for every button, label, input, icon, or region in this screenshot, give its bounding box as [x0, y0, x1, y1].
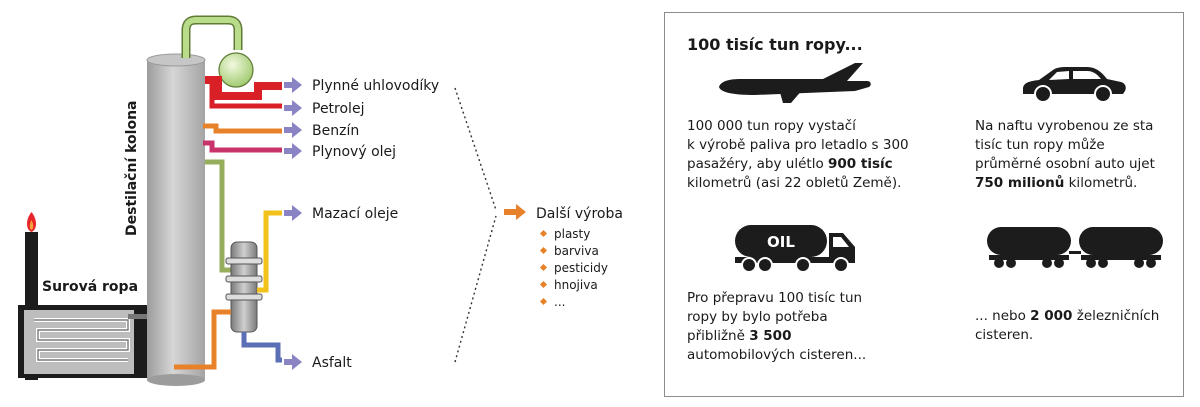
- fact-highlight: 900 tisíc: [828, 156, 893, 172]
- column-label: Destilační kolona: [124, 100, 140, 236]
- svg-text:pesticidy: pesticidy: [554, 261, 608, 275]
- fact-highlight: 750 milionů: [975, 175, 1065, 191]
- furnace: [18, 305, 153, 378]
- fact-text: cisteren.: [975, 327, 1034, 343]
- bottom-line: [174, 309, 231, 370]
- lubricant-line: [257, 210, 282, 293]
- svg-text:...: ...: [554, 295, 565, 309]
- petrol-line: [203, 123, 282, 134]
- refinery-diagram: Destilační kolona Plynné uhlovodíky: [18, 15, 623, 386]
- fact-text: automobilových cisteren...: [687, 347, 867, 363]
- olive-line: [205, 159, 236, 273]
- overhead-condenser: [181, 15, 254, 88]
- fact-text: tisíc tun ropy může: [975, 137, 1105, 153]
- asphalt-line: [241, 332, 282, 363]
- product-label-kerosene: Petrolej: [312, 101, 364, 117]
- fact-text: Na naftu vyrobenou ze sta: [975, 118, 1154, 134]
- bracket-lines: [454, 87, 497, 363]
- facts-panel: 100 tisíc tun ropy... OIL: [664, 12, 1184, 397]
- fact-text: průměrné osobní auto ujet: [975, 156, 1155, 172]
- further-item: ...: [539, 295, 565, 309]
- crude-label: Surová ropa: [42, 279, 138, 295]
- further-item: pesticidy: [539, 261, 608, 275]
- car-icon: [1023, 67, 1126, 103]
- rail-tank-car-icon: [987, 227, 1163, 268]
- svg-text:barviva: barviva: [554, 244, 599, 258]
- fact-text: k výrobě paliva pro letadlo s 300: [687, 137, 909, 153]
- gas-oil-line: [203, 140, 282, 153]
- fact-text: pasažéry, aby ulétlo: [687, 156, 828, 172]
- further-item: barviva: [539, 244, 599, 258]
- product-label-petrol: Benzín: [312, 123, 359, 139]
- product-label-lubricants: Mazací oleje: [312, 206, 398, 222]
- further-item: plasty: [539, 227, 590, 241]
- fact-highlight: 3 500: [749, 328, 792, 344]
- tanker-truck-icon: OIL: [735, 225, 855, 273]
- airplane-icon: [719, 63, 871, 103]
- panel-title: 100 tisíc tun ropy...: [687, 35, 863, 54]
- further-item: hnojiva: [539, 278, 598, 292]
- fact-text: ropy by bylo potřeba: [687, 309, 828, 325]
- fact-text: železničních: [1072, 308, 1160, 324]
- fact-text: přibližně: [687, 328, 750, 344]
- svg-text:plasty: plasty: [554, 227, 590, 241]
- product-label-gasoil: Plynový olej: [312, 144, 396, 160]
- further-list: plasty barviva pesticidy hnojiva ...: [539, 227, 608, 309]
- further-arrow: [504, 204, 526, 220]
- product-arrows: [284, 77, 302, 370]
- product-label-asphalt: Asfalt: [312, 355, 352, 371]
- fact-car: Na naftu vyrobenou ze sta tisíc tun ropy …: [975, 117, 1180, 193]
- truck-text: OIL: [767, 233, 795, 251]
- fact-rail: ... nebo 2 000 železničních cisteren.: [975, 307, 1180, 345]
- fact-text: ... nebo: [975, 308, 1031, 324]
- gas-kerosene-lines: [205, 76, 282, 109]
- distillation-column: [146, 53, 206, 386]
- fact-text: kilometrů (asi 22 obletů Země).: [687, 175, 902, 191]
- product-label-gas: Plynné uhlovodíky: [312, 78, 439, 94]
- further-title: Další výroba: [536, 206, 623, 222]
- svg-text:hnojiva: hnojiva: [554, 278, 598, 292]
- fact-text: kilometrů.: [1064, 175, 1138, 191]
- fact-truck: Pro přepravu 100 tisíc tun ropy by bylo p…: [687, 289, 927, 365]
- heat-exchanger: [225, 241, 263, 333]
- fact-highlight: 2 000: [1030, 308, 1073, 324]
- fact-text: Pro přepravu 100 tisíc tun: [687, 290, 863, 306]
- fact-text: 100 000 tun ropy vystačí: [687, 118, 856, 134]
- fact-airplane: 100 000 tun ropy vystačí k výrobě paliva …: [687, 117, 937, 193]
